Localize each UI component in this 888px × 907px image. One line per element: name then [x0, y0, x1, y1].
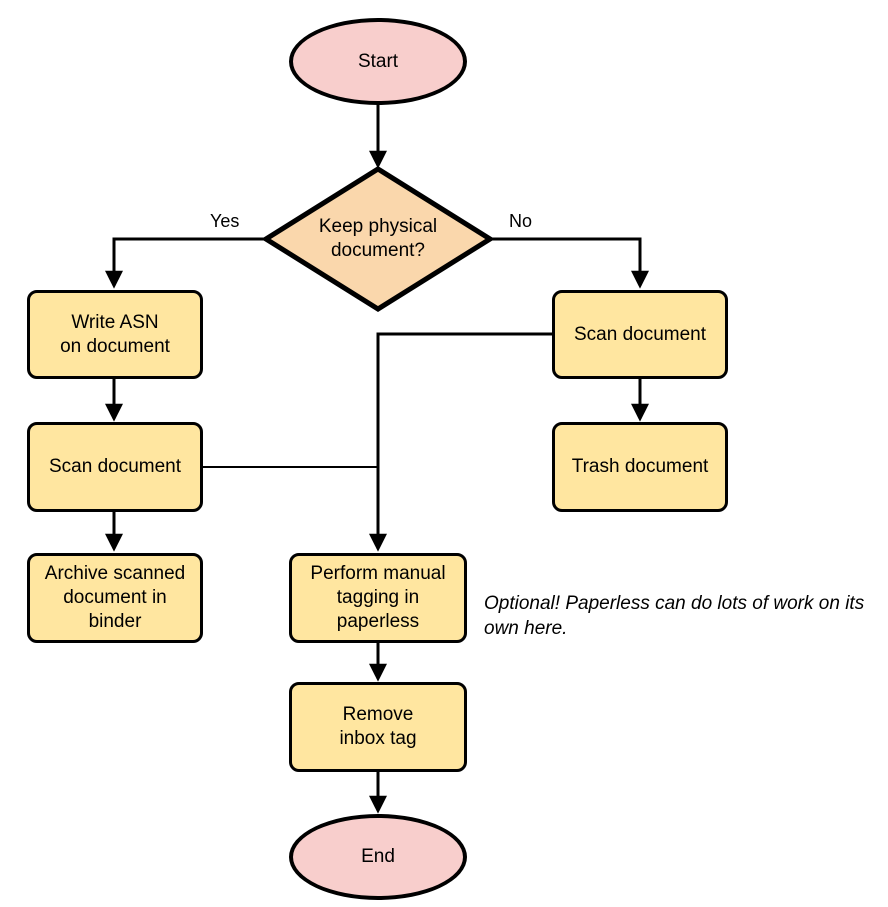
edge-decision-no-to-scan-right — [492, 237, 649, 289]
node-perform-manual-tagging[interactable]: Perform manual tagging in paperless — [289, 553, 467, 643]
node-trash-document-label: Trash document — [571, 456, 709, 477]
node-perform-manual-tagging-label: Perform manual tagging in paperless — [310, 563, 446, 632]
node-scan-document-right-label: Scan document — [573, 323, 707, 345]
node-scan-document-left[interactable]: Scan document — [27, 422, 203, 512]
node-remove-inbox-tag-label: Remove inbox tag — [339, 704, 417, 749]
node-scan-document-right[interactable]: Scan document — [552, 290, 728, 379]
node-write-asn-label: Write ASN on document — [60, 311, 170, 357]
node-decision-keep-physical-document[interactable]: Keep physical document? — [263, 166, 493, 312]
node-archive-scanned-document[interactable]: Archive scanned document in binder — [27, 553, 203, 643]
node-remove-inbox-tag[interactable]: Remove inbox tag — [289, 682, 467, 772]
edge-label-no: No — [509, 211, 533, 231]
node-start-label: Start — [357, 50, 399, 72]
node-scan-document-left-label: Scan document — [48, 456, 182, 477]
node-decision-label: Keep physical document? — [318, 216, 438, 261]
node-trash-document[interactable]: Trash document — [552, 422, 728, 512]
annotation-optional-note: Optional! Paperless can do lots of work … — [484, 593, 865, 639]
node-end-label: End — [361, 846, 395, 867]
node-archive-scanned-document-label: Archive scanned document in binder — [44, 563, 186, 632]
node-start[interactable]: Start — [289, 18, 467, 105]
edge-scan-right-to-tagging — [369, 332, 552, 552]
node-end[interactable]: End — [289, 814, 467, 900]
edge-decision-yes-to-write-asn — [105, 237, 264, 289]
node-write-asn[interactable]: Write ASN on document — [27, 290, 203, 379]
diamond-shape — [263, 166, 493, 312]
edge-label-yes: Yes — [210, 211, 240, 231]
